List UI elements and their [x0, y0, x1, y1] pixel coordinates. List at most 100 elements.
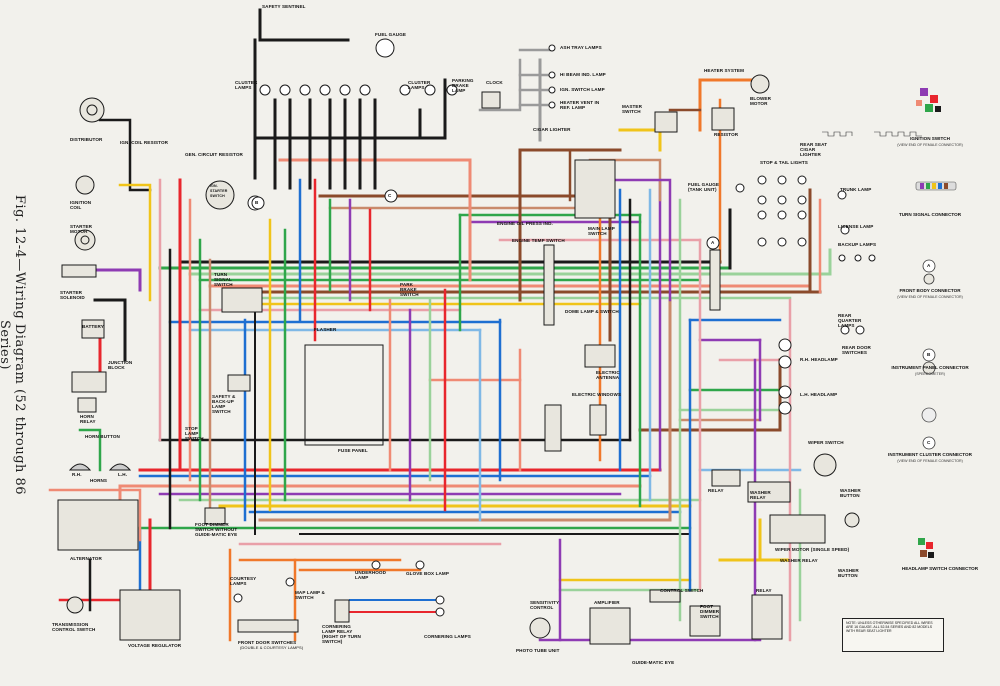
starter-motor-symbol: [74, 229, 96, 251]
junction-block-symbol: [71, 371, 107, 393]
label-guide-matic-eye: GUIDE-MATIC EYE: [632, 660, 675, 665]
master-switch-symbol: [654, 111, 678, 133]
label-resistor: RESISTOR: [714, 132, 739, 137]
legend-ignition-switch-sub: (VIEW END OF FEMALE CONNECTOR): [897, 143, 963, 147]
turn-signal-switch-symbol: [221, 287, 263, 313]
label-fuel-gauge-tank: FUEL GAUGE (TANK UNIT): [688, 182, 720, 192]
label-backup-lamps: BACKUP LAMPS: [838, 242, 877, 247]
label-voltage-regulator: VOLTAGE REGULATOR: [128, 643, 182, 648]
lh-headlamp-symbol: [778, 385, 792, 399]
label-battery: BATTERY: [82, 324, 104, 329]
note-text: NOTE: UNLESS OTHERWISE SPECIFIED ALL WIR…: [846, 621, 933, 634]
connector-a-block: [709, 249, 721, 311]
foot-dimmer-right-symbol: [689, 605, 721, 637]
legend-instrument-cluster-sub: (VIEW END OF FEMALE CONNECTOR): [897, 459, 963, 463]
label-rear-quarter: REAR QUARTER LAMPS: [838, 313, 862, 328]
label-ignition-coil: IGNITION COIL: [70, 200, 92, 210]
distributor-symbol: [79, 97, 105, 123]
label-cluster-lamps-left: CLUSTER LAMPS: [235, 80, 258, 90]
label-control-switch: CONTROL SWITCH: [660, 588, 704, 593]
label-fuel-gauge: FUEL GAUGE: [375, 32, 407, 37]
label-ign-switch-lamp: IGN. SWITCH LAMP: [560, 87, 605, 92]
label-foot-dimmer-left: FOOT DIMMER SWITCH WITHOUT GUIDE-MATIC E…: [195, 522, 238, 537]
rh-headlamp-symbol: [778, 338, 792, 352]
wiper-motor-symbol: [769, 514, 826, 544]
label-master-switch: MASTER SWITCH: [622, 104, 642, 114]
note-box: NOTE: UNLESS OTHERWISE SPECIFIED ALL WIR…: [842, 618, 944, 652]
washer-button-symbol: [844, 512, 860, 528]
clock-symbol: [481, 91, 501, 109]
relay-bottom-symbol: [751, 594, 783, 640]
ignition-switch-connector-icon: [916, 88, 941, 112]
label-turn-signal-switch: TURN SIGNAL SWITCH: [214, 272, 233, 287]
label-fuse-panel: FUSE PANEL: [338, 448, 368, 453]
label-engine-temp: ENGINE TEMP SWITCH: [512, 238, 565, 243]
label-rear-door: REAR DOOR SWITCHES: [842, 345, 871, 355]
fuse-panel-symbol: [304, 344, 384, 446]
label-ign-starter-switch: IGN. STARTER SWITCH: [210, 184, 228, 198]
instrument-cluster-connector-icon: [921, 407, 937, 450]
cornering-relay-symbol: [334, 599, 350, 623]
connector-letter-a: A: [711, 240, 715, 245]
front-body-connector-icon: [922, 259, 936, 285]
resistor-symbol: [711, 107, 735, 131]
label-safety-backup: SAFETY & BACK-UP LAMP SWITCH: [212, 394, 236, 414]
label-horns: HORNS: [90, 478, 108, 483]
washer-relay-symbol: [747, 481, 791, 503]
label-horn-lh: L.H.: [118, 472, 128, 477]
label-cornering-relay: CORNERING LAMP RELAY (RIGHT OF TURN SWIT…: [322, 624, 361, 644]
legend-letter-c: C: [927, 440, 931, 445]
label-underhood-lamp: UNDERHOOD LAMP: [355, 570, 387, 580]
label-front-door-sub: (DOUBLE & COURTESY LAMPS): [240, 645, 304, 650]
legend-headlamp-switch: HEADLAMP SWITCH CONNECTOR: [901, 566, 979, 571]
label-rh-headlamp: R.H. HEADLAMP: [800, 357, 838, 362]
label-clock: CLOCK: [486, 80, 503, 85]
turn-signal-connector-icon: [915, 181, 957, 191]
label-washer-button: WASHER BUTTON: [838, 568, 859, 578]
label-heater-system: HEATER SYSTEM: [704, 68, 745, 73]
horn-relay-symbol: [77, 397, 97, 413]
label-ash-tray-lamps: ASH TRAY LAMPS: [560, 45, 602, 50]
front-door-switch-symbol: [237, 619, 299, 633]
harness-wires: [48, 8, 832, 642]
label-stop-tail: STOP & TAIL LIGHTS: [760, 160, 808, 165]
label-starter-solenoid: STARTER SOLENOID: [60, 290, 85, 300]
legend-letter-b: B: [927, 352, 931, 357]
label-wiper-motor: WIPER MOTOR (SINGLE SPEED): [775, 547, 850, 552]
legend-turn-signal: TURN SIGNAL CONNECTOR: [898, 212, 962, 217]
label-parking-brake-lamp: PARKING BRAKE LAMP: [452, 78, 474, 93]
label-safety-sentinel: SAFETY SENTINEL: [262, 4, 306, 9]
label-relay: RELAY: [708, 488, 724, 493]
label-amplifier: AMPLIFIER: [594, 600, 620, 605]
label-transmission-switch: TRANSMISSION CONTROL SWITCH: [52, 622, 96, 632]
relay-symbol: [711, 469, 741, 487]
starter-solenoid-symbol: [61, 264, 97, 278]
figure-title: Fig. 12-4—Wiring Diagram (52 through 86 …: [0, 194, 27, 496]
connector-letter-c: C: [388, 193, 392, 198]
safety-switch-symbol: [227, 374, 251, 392]
headlamp-switch-connector-icon: [918, 538, 934, 558]
label-horn-relay: HORN RELAY: [80, 414, 96, 424]
label-distributor: DISTRIBUTOR: [70, 137, 103, 142]
label-ign-coil-resistor: IGN. COIL RESISTOR: [120, 140, 169, 145]
voltage-regulator-symbol: [119, 589, 181, 641]
foot-dimmer-left-symbol: [204, 507, 226, 525]
ignition-coil-symbol: [75, 175, 95, 195]
label-starter-motor: STARTER MOTOR: [70, 224, 93, 234]
blower-motor-symbol: [750, 74, 770, 94]
legend-ignition-switch: IGNITION SWITCH: [910, 136, 950, 141]
control-switch-symbol: [649, 589, 681, 603]
fuel-gauge-tank-symbol: [735, 183, 745, 193]
wiper-switch-symbol: [813, 453, 837, 477]
horns-symbol: [68, 463, 132, 471]
label-electric-antenna: ELECTRIC ANTENNA: [596, 370, 620, 380]
label-engine-oil: ENGINE OIL PRESS IND.: [497, 221, 553, 226]
label-lh-headlamp: L.H. HEADLAMP: [800, 392, 838, 397]
legend-letter-a: A: [927, 263, 931, 268]
label-blower-motor: BLOWER MOTOR: [750, 96, 772, 106]
legend-instrument-panel-sub: (SPEEDOMETER): [915, 372, 945, 376]
label-gen-circuit-resistor: GEN. CIRCUIT RESISTOR: [185, 152, 243, 157]
label-cluster-lamps-right: CLUSTER LAMPS: [408, 80, 431, 90]
connector-legend-icons: [822, 88, 957, 558]
label-front-door-switches: FRONT DOOR SWITCHES: [238, 640, 297, 645]
